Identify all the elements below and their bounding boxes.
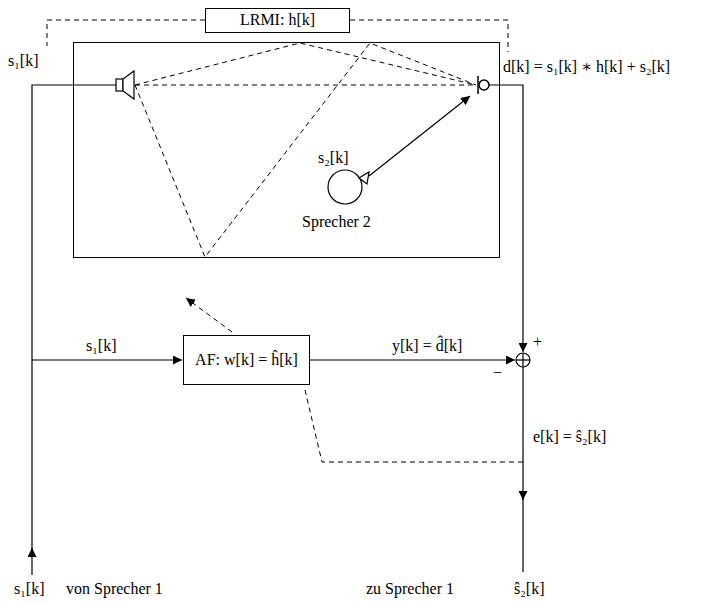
loudspeaker-symbol (116, 71, 134, 99)
speaker-2-head (328, 96, 470, 204)
room-enclosure: s₂[k] Sprecher 2 (73, 42, 500, 258)
sign: + (533, 333, 542, 351)
adaptive-filter-box: AF: w[k] = ĥ[k] (183, 335, 310, 385)
port-note: von Sprecher 1 (66, 580, 163, 598)
box-label: AF: w[k] = ĥ[k] (195, 351, 298, 369)
signal-name: s₁[k] (14, 580, 44, 598)
summation-point (516, 353, 530, 367)
signal-equation: y[k] = d̂[k] (392, 337, 462, 355)
microphone-symbol (478, 76, 489, 94)
system-box: LRMI: h[k] (205, 8, 350, 33)
signal-name: s₁[k] (86, 337, 116, 355)
signal-equation: d[k] = s₁[k] ∗ h[k] + s₂[k] (503, 58, 670, 76)
speaker-name: Sprecher 2 (302, 213, 371, 231)
port-note: zu Sprecher 1 (366, 580, 454, 598)
signal-name: s₂[k] (318, 149, 348, 167)
signal-wires (32, 85, 523, 575)
signal-name: ŝ₂[k] (514, 580, 544, 598)
sound-rays (135, 43, 476, 257)
box-label: LRMI: h[k] (240, 11, 315, 29)
signal-name: s₁[k] (8, 52, 38, 70)
sign: − (493, 364, 502, 382)
signal-equation: e[k] = ŝ₂[k] (533, 428, 606, 446)
